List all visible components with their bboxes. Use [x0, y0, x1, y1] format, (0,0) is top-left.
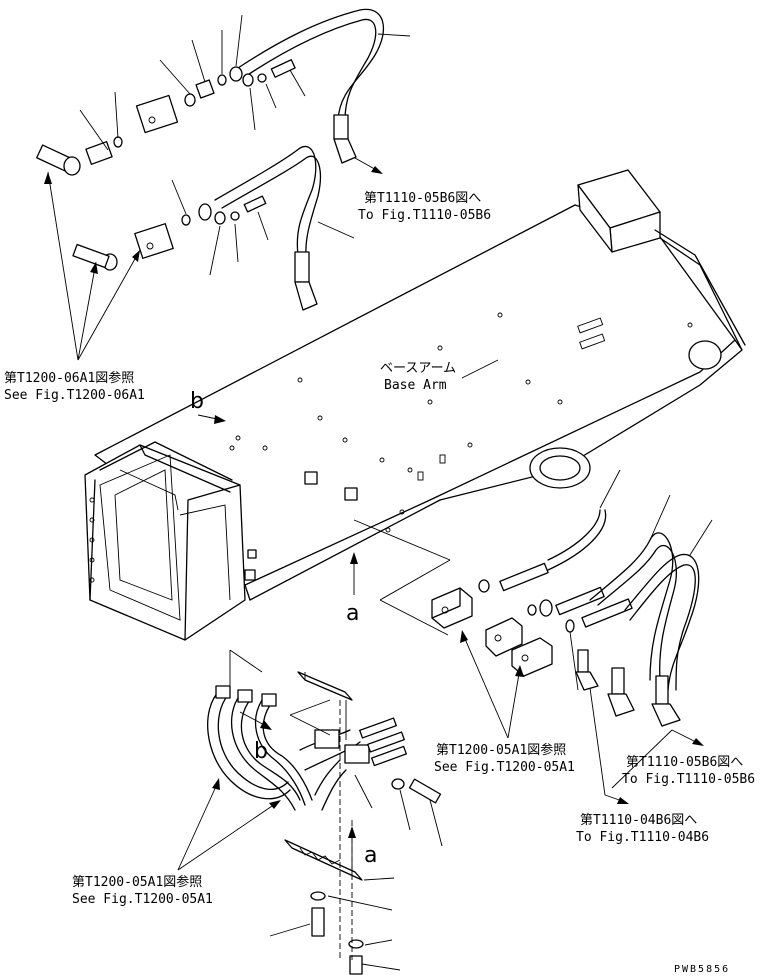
labels: 第T1110-05B6図へ To Fig.T1110-05B6 ベースアーム B…	[4, 191, 755, 975]
label-ref-06a1-jp: 第T1200-06A1図参照	[4, 370, 134, 386]
label-to-05b6-top-en: To Fig.T1110-05B6	[358, 208, 491, 223]
label-view-a-middle: a	[346, 601, 359, 626]
base-arm	[84, 169, 746, 641]
right-hose-assembly	[431, 469, 713, 727]
upper-hose-assembly-1	[36, 8, 411, 176]
label-to-04b6-en: To Fig.T1110-04B6	[576, 830, 709, 845]
callout-lines	[44, 157, 704, 875]
label-ref-05a1-right-jp: 第T1200-05A1図参照	[436, 742, 566, 758]
label-view-a-bottom: a	[364, 843, 377, 868]
label-ref-05a1-bottom-jp: 第T1200-05A1図参照	[72, 874, 202, 890]
label-ref-05a1-bottom-en: See Fig.T1200-05A1	[72, 892, 213, 907]
label-to-05b6-right-jp: 第T1110-05B6図へ	[626, 755, 743, 770]
label-to-04b6-jp: 第T1110-04B6図へ	[580, 813, 697, 828]
label-view-b-top: b	[190, 389, 204, 414]
label-view-b-bottom: b	[254, 739, 268, 764]
label-base-arm-jp: ベースアーム	[380, 361, 456, 376]
label-ref-05a1-right-en: See Fig.T1200-05A1	[434, 760, 575, 775]
label-to-05b6-right-en: To Fig.T1110-05B6	[622, 772, 755, 787]
label-ref-06a1-en: See Fig.T1200-06A1	[4, 388, 145, 403]
label-base-arm-en: Base Arm	[384, 378, 447, 393]
drawing-code: PWB5856	[674, 964, 730, 975]
upper-hose-assembly-2	[72, 145, 355, 311]
label-to-05b6-top-jp: 第T1110-05B6図へ	[364, 191, 481, 206]
lower-hose-assembly	[207, 649, 443, 975]
